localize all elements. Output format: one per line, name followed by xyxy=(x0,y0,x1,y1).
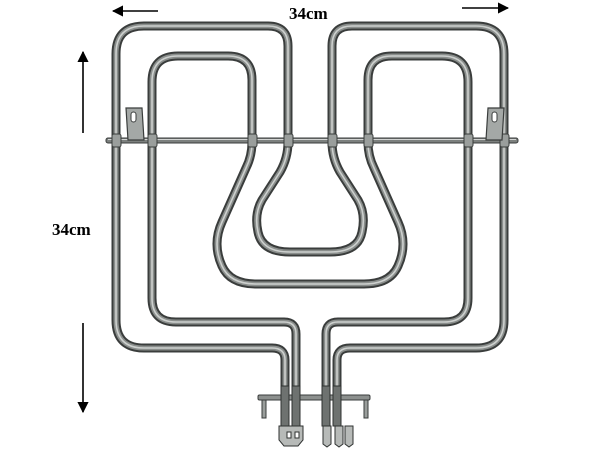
terminal-block xyxy=(257,385,371,448)
mounting-bracket-left xyxy=(125,107,145,141)
mounting-bracket-right xyxy=(485,107,505,141)
outer-heating-coil xyxy=(111,21,509,397)
height-dimension-label: 34cm xyxy=(52,220,91,239)
dimension-arrows xyxy=(77,2,510,414)
spade-terminals xyxy=(278,425,354,448)
support-bar xyxy=(105,133,519,148)
inner-heating-coil xyxy=(147,51,473,397)
width-dimension-label: 34cm xyxy=(289,4,328,23)
